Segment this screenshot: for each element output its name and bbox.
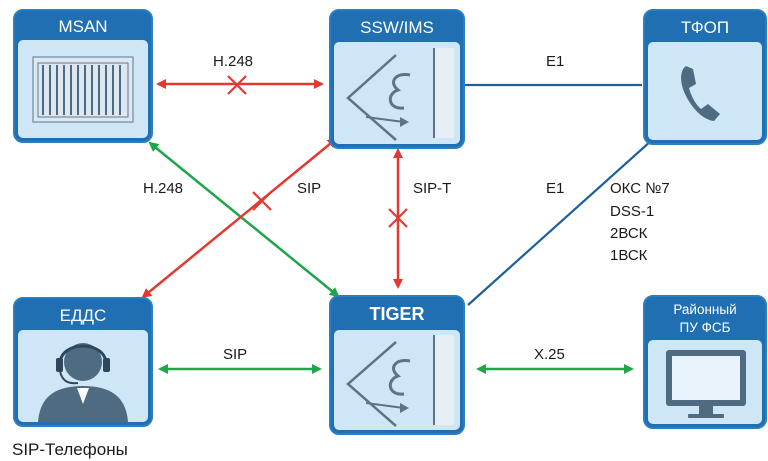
link-msan-tiger — [148, 141, 340, 298]
label-msan-ssw: H.248 — [213, 53, 253, 70]
label-edds-ssw: SIP — [297, 180, 321, 197]
operator-headset-icon — [38, 343, 128, 422]
node-subtitle: ПУ ФСБ — [680, 320, 731, 335]
label-ssw-tfop: E1 — [546, 53, 564, 70]
link-tiger-tfop — [467, 139, 653, 306]
node-title: ЕДДС — [60, 306, 107, 325]
caption: SIP-Телефоны — [12, 440, 128, 459]
telephone-handset-icon — [681, 66, 720, 121]
label-tiger-tfop: E1 — [546, 180, 564, 197]
monitor-icon — [666, 350, 746, 418]
node-ssw-ims[interactable]: SSW/IMS — [329, 9, 465, 149]
node-title: TIGER — [369, 304, 424, 324]
node-title: ТФОП — [681, 18, 729, 37]
node-edds[interactable]: ЕДДС — [13, 297, 153, 427]
label-edds-tiger: SIP — [223, 346, 247, 363]
node-title: MSAN — [58, 17, 107, 36]
protocol-item: 1ВСК — [610, 247, 648, 264]
softswitch-logo-icon — [346, 335, 454, 427]
protocol-item: ОКС №7 — [610, 180, 670, 197]
blocked-cross-icon — [252, 191, 272, 211]
label-ssw-tiger: SIP-T — [413, 180, 451, 197]
blocked-cross-icon — [388, 208, 408, 228]
softswitch-logo-icon — [346, 48, 454, 141]
node-title: SSW/IMS — [360, 18, 434, 37]
label-msan-tiger: H.248 — [143, 180, 183, 197]
node-tiger[interactable]: TIGER — [329, 295, 465, 435]
protocol-item: DSS-1 — [610, 203, 654, 220]
node-tfop[interactable]: ТФОП — [643, 9, 767, 145]
node-title: Районный — [673, 302, 736, 317]
protocol-item: 2ВСК — [610, 225, 648, 242]
label-tiger-fsb: X.25 — [534, 346, 565, 363]
equipment-rack-icon — [32, 56, 134, 123]
node-msan[interactable]: MSAN — [13, 9, 153, 143]
blocked-cross-icon — [227, 75, 247, 95]
link-edds-ssw — [141, 137, 338, 299]
node-fsb[interactable]: Районный ПУ ФСБ — [643, 295, 767, 429]
